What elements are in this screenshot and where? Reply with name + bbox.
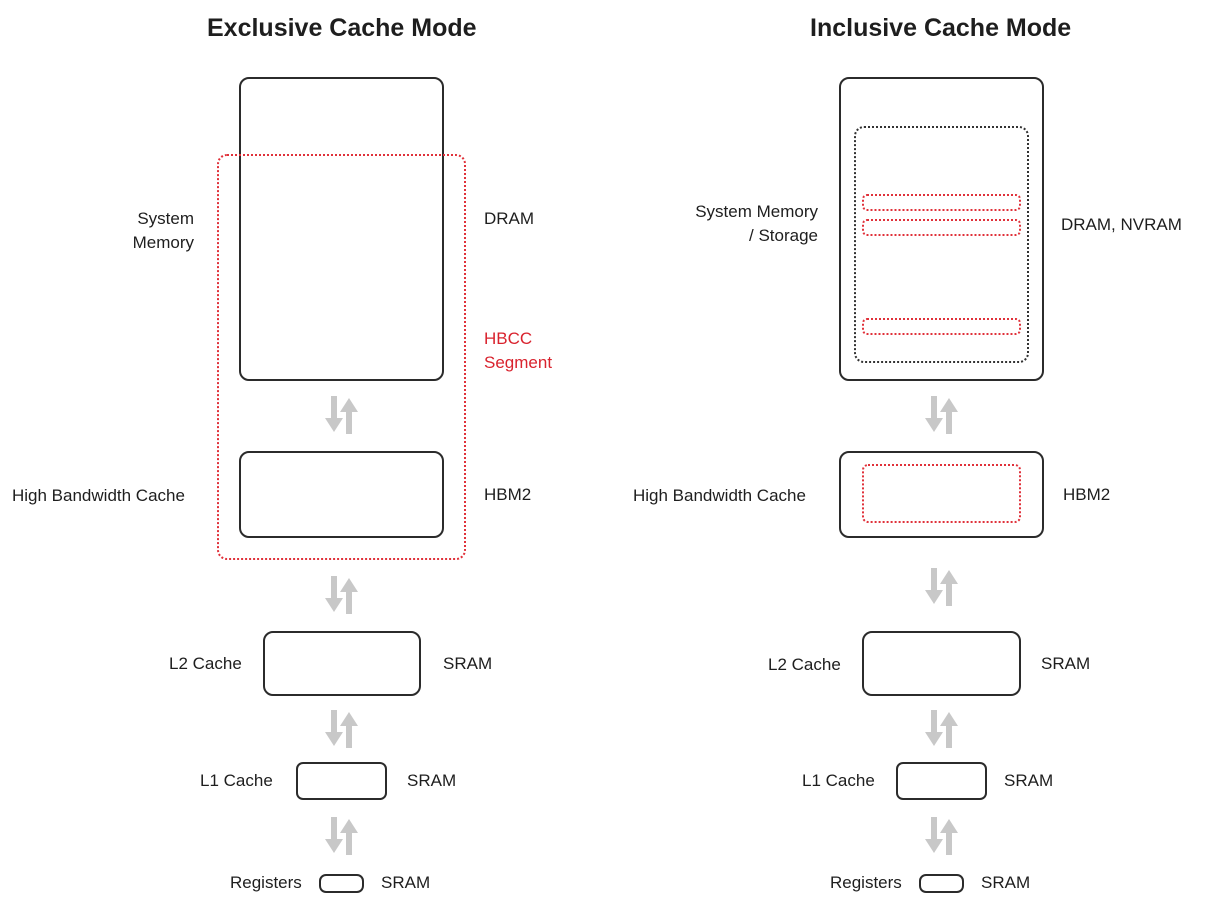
inclusive-registers-type: SRAM (981, 873, 1031, 892)
exclusive-l2-type: SRAM (443, 654, 493, 673)
exclusive-l2-label: L2 Cache (169, 654, 242, 673)
inclusive-storage-outline (854, 126, 1029, 363)
inclusive-cached-page-slot (862, 194, 1021, 211)
exclusive-registers-type: SRAM (381, 873, 431, 892)
inclusive-l2-type: SRAM (1041, 654, 1091, 673)
inclusive-registers-box (919, 874, 964, 893)
inclusive-l1-box (896, 762, 987, 800)
exclusive-l1-label: L1 Cache (200, 771, 273, 790)
inclusive-l1-label: L1 Cache (802, 771, 875, 790)
inclusive-cached-page-slot (862, 219, 1021, 236)
exclusive-system-memory-box (239, 77, 444, 381)
inclusive-l1-type: SRAM (1004, 771, 1054, 790)
exclusive-registers-box (319, 874, 364, 893)
exclusive-dram-label: DRAM (484, 209, 535, 228)
exclusive-hbm2-label: HBM2 (484, 485, 532, 504)
inclusive-hbc-label: High Bandwidth Cache (633, 486, 806, 505)
bidirectional-arrow-icon (924, 710, 960, 748)
bidirectional-arrow-icon (924, 817, 960, 855)
bidirectional-arrow-icon (324, 817, 360, 855)
exclusive-l1-type: SRAM (407, 771, 457, 790)
exclusive-l1-box (296, 762, 387, 800)
exclusive-title: Exclusive Cache Mode (207, 14, 477, 42)
exclusive-hbc-label: High Bandwidth Cache (12, 486, 185, 505)
inclusive-dram-label: DRAM, NVRAM (1061, 215, 1182, 234)
inclusive-l2-label: L2 Cache (768, 655, 841, 674)
inclusive-title: Inclusive Cache Mode (810, 14, 1072, 42)
exclusive-registers-label: Registers (230, 873, 302, 892)
bidirectional-arrow-icon (924, 396, 960, 434)
inclusive-system-memory-label: System Memory / Storage (695, 202, 818, 245)
inclusive-hbc-box (839, 451, 1044, 538)
inclusive-cached-page-slot (862, 318, 1021, 335)
inclusive-hbc-cache-region (862, 464, 1021, 523)
exclusive-system-memory-label: System Memory (132, 209, 194, 252)
bidirectional-arrow-icon (324, 710, 360, 748)
inclusive-hbm2-label: HBM2 (1063, 485, 1111, 504)
bidirectional-arrow-icon (324, 576, 360, 614)
exclusive-hbcc-segment-outline (217, 154, 466, 560)
inclusive-system-memory-box (839, 77, 1044, 381)
bidirectional-arrow-icon (924, 568, 960, 606)
bidirectional-arrow-icon (324, 396, 360, 434)
exclusive-hbc-box (239, 451, 444, 538)
inclusive-registers-label: Registers (830, 873, 902, 892)
exclusive-hbcc-segment-label: HBCC Segment (484, 329, 553, 372)
inclusive-l2-box (862, 631, 1021, 696)
exclusive-l2-box (263, 631, 421, 696)
